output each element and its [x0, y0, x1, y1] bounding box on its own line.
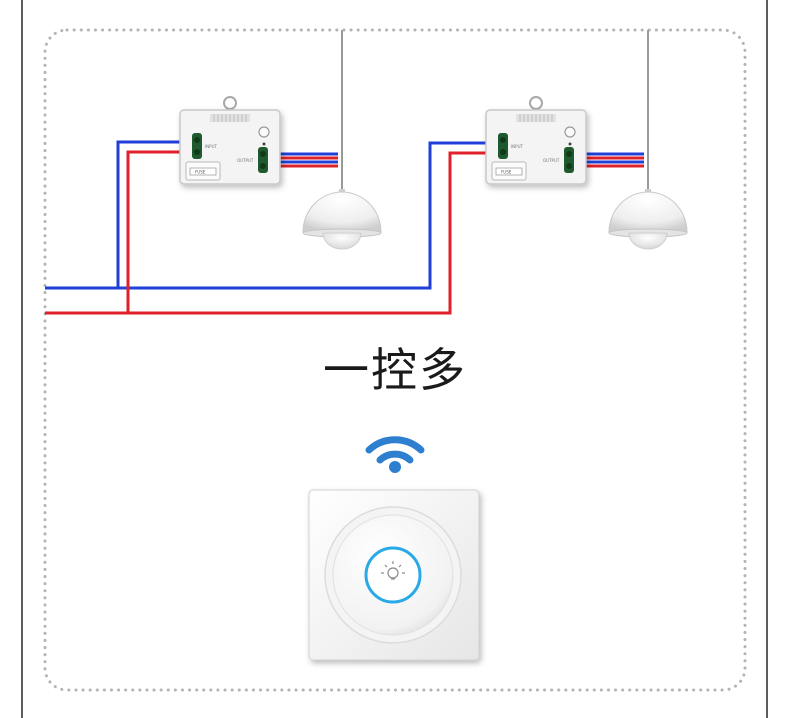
diagram-caption: 一控多 — [323, 343, 467, 397]
learn-button — [258, 126, 270, 138]
mount-hole — [529, 96, 543, 110]
light-ring — [364, 546, 422, 604]
relay-module-1: INPUT OUTPUT FUSE — [179, 96, 281, 185]
dotted-frame — [43, 28, 747, 692]
wireless-wall-switch[interactable] — [308, 489, 480, 661]
input-label: INPUT — [511, 144, 524, 149]
left-edge-line — [21, 0, 23, 718]
branch-wires-module-1 — [116, 140, 182, 313]
pendant-lamp-1 — [302, 189, 382, 250]
mount-hole — [223, 96, 237, 110]
output-label: OUTPUT — [543, 158, 560, 163]
output-wires-1 — [280, 152, 338, 168]
pendant-lamp-2 — [608, 189, 688, 250]
right-edge-line — [766, 0, 768, 718]
main-feed-wires — [45, 141, 488, 315]
output-wires-2 — [586, 152, 644, 168]
fuse-label: FUSE — [501, 170, 512, 175]
input-label: INPUT — [205, 144, 218, 149]
fuse-label: FUSE — [195, 170, 206, 175]
light-bulb-icon — [381, 561, 405, 580]
output-label: OUTPUT — [237, 158, 254, 163]
learn-button — [564, 126, 576, 138]
wifi-icon — [365, 436, 425, 473]
relay-module-2: INPUT OUTPUT FUSE — [485, 96, 587, 185]
